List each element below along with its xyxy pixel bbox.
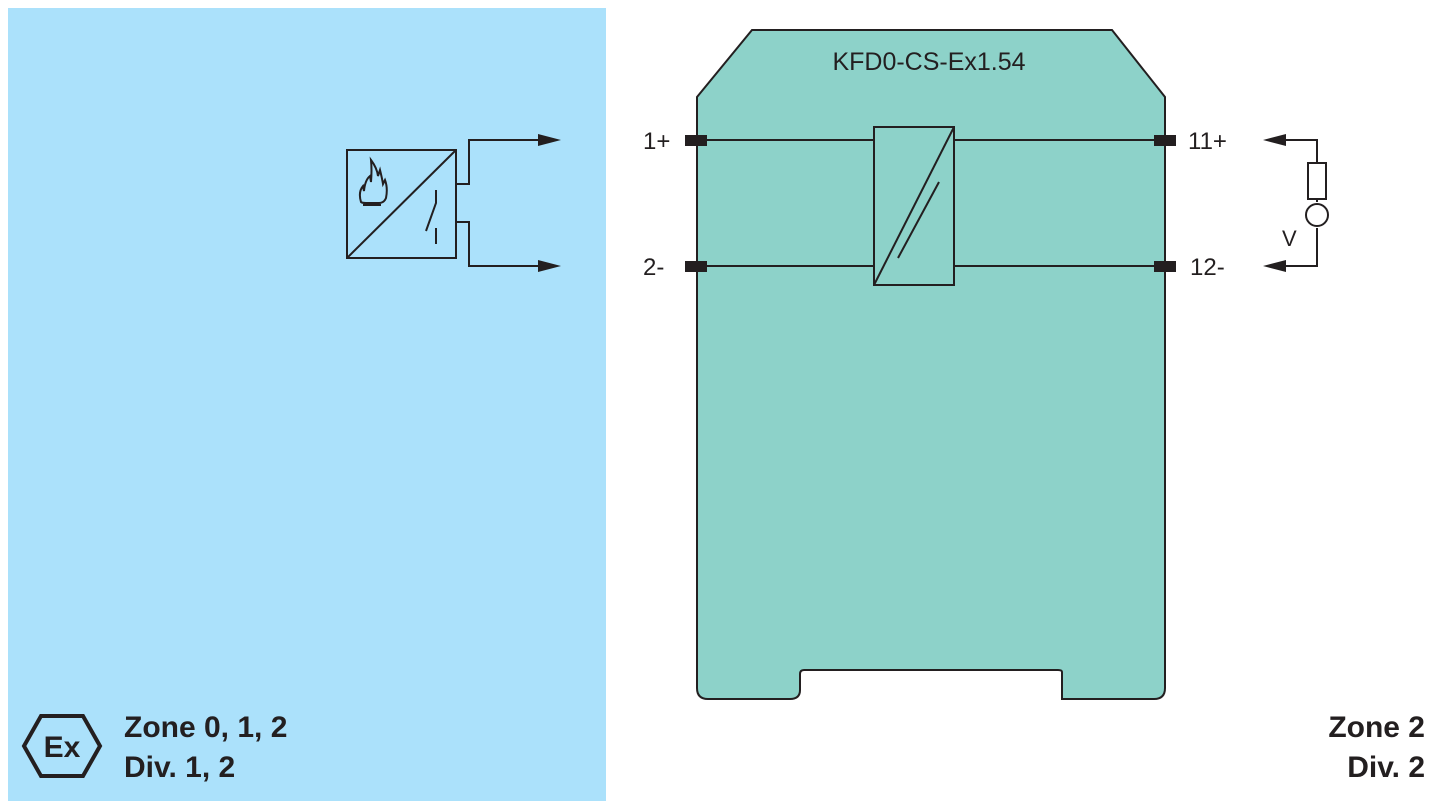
isolator-diagonal-inner — [897, 181, 940, 259]
safe-zone-label: Zone 2 — [1328, 711, 1425, 744]
switch-icon — [425, 190, 437, 244]
svg-text:Ex: Ex — [44, 731, 81, 764]
voltage-source-icon — [1305, 203, 1329, 227]
terminal-2-label: 2- — [643, 254, 664, 281]
arrow-left-icon — [1263, 260, 1286, 272]
terminal-11 — [1154, 135, 1176, 146]
load-circuit: V — [1263, 134, 1329, 272]
terminal-1-label: 1+ — [643, 128, 670, 155]
terminal-2 — [685, 261, 707, 272]
flame-icon — [358, 156, 388, 204]
terminal-blocks — [685, 135, 1176, 272]
hazardous-div-label: Div. 1, 2 — [124, 751, 235, 784]
voltage-label: V — [1282, 226, 1297, 251]
terminal-12 — [1154, 261, 1176, 272]
signal-lines — [700, 139, 1165, 267]
module-title: KFD0-CS-Ex1.54 — [832, 48, 1025, 76]
arrow-left-icon — [1263, 134, 1286, 146]
arrow-right-icon — [538, 134, 561, 146]
module-housing — [696, 29, 1166, 700]
hazardous-zone-label: Zone 0, 1, 2 — [124, 711, 287, 744]
resistor-icon — [1307, 162, 1327, 200]
safe-div-label: Div. 2 — [1347, 751, 1425, 784]
terminal-11-label: 11+ — [1188, 128, 1227, 155]
hazardous-area-panel — [8, 8, 606, 801]
isolator-diagonal — [873, 126, 955, 286]
ex-logo: Ex — [21, 714, 103, 778]
arrow-right-icon — [538, 260, 561, 272]
flame-sensor — [346, 134, 561, 272]
terminal-12-label: 12- — [1190, 254, 1225, 281]
terminal-1 — [685, 135, 707, 146]
